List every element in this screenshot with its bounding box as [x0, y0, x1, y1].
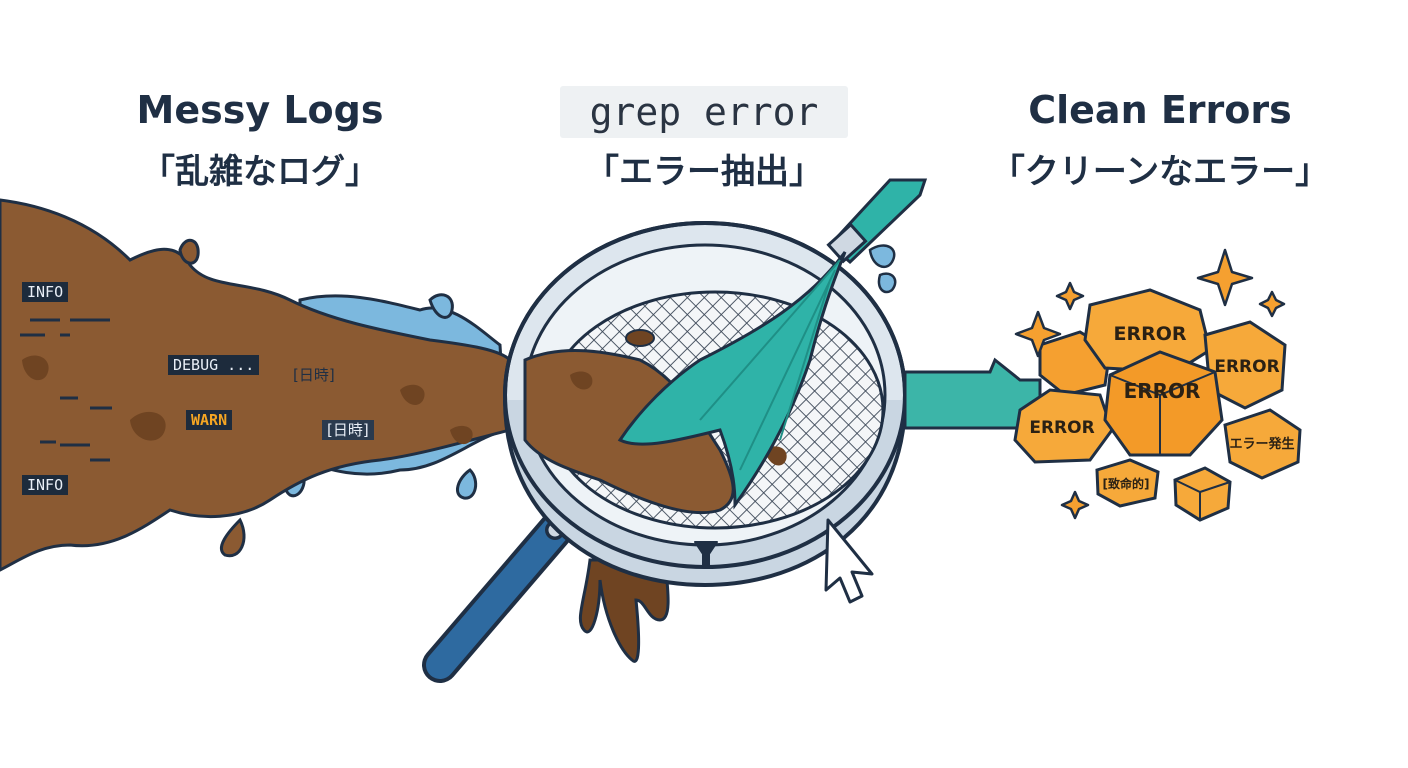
error-nugget-center — [1103, 350, 1224, 457]
stage-subtitle-extract: 「エラー抽出」 — [585, 152, 823, 192]
sparkle-icon — [1014, 248, 1286, 520]
log-tag-date: [日時] — [322, 420, 374, 440]
error-tag-occurrence: エラー発生 — [1229, 436, 1294, 452]
log-tag-info: INFO — [22, 282, 69, 302]
stage-title-messy-logs: Messy Logs — [136, 88, 384, 132]
funnel-icon — [694, 541, 718, 567]
outflow-channel — [903, 357, 1042, 430]
error-label-right: ERROR — [1214, 357, 1279, 377]
error-label-top: ERROR — [1113, 323, 1186, 345]
log-tag-debug: DEBUG ... — [168, 355, 260, 375]
error-label-center: ERROR — [1124, 379, 1201, 403]
log-tag-info: INFO — [22, 475, 69, 495]
log-tag-warn: WARN — [186, 410, 233, 430]
error-nuggets: ERROR ERROR ERROR ERROR エラー発生 [致命的] — [1013, 288, 1302, 522]
command-label: grep error — [560, 86, 848, 138]
error-nugget-left — [1013, 388, 1114, 464]
spray-nozzle — [617, 178, 928, 510]
log-tag-date: [日時] — [293, 366, 335, 384]
mud-stream — [0, 198, 512, 572]
stage-title-clean-errors: Clean Errors — [1028, 88, 1292, 132]
error-nugget-top — [1083, 288, 1212, 374]
stage-subtitle-messy-logs: 「乱雑なログ」 — [141, 152, 379, 192]
sieve — [422, 221, 907, 683]
error-label-left: ERROR — [1029, 418, 1094, 438]
stage-subtitle-clean-errors: 「クリーンなエラー」 — [990, 152, 1330, 192]
error-tag-fatal: [致命的] — [1103, 476, 1150, 491]
cursor-arrow-icon — [824, 518, 874, 604]
